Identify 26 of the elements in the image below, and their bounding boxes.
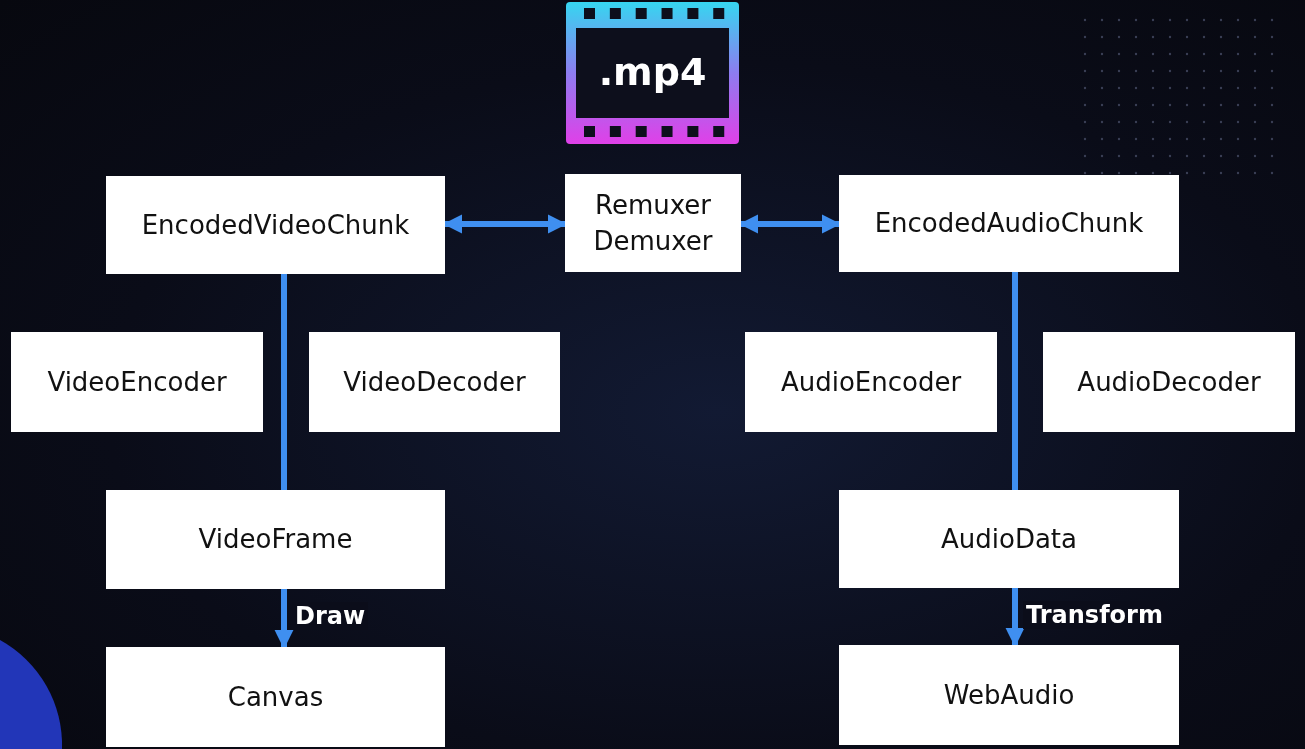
process-box [565,174,741,272]
node-label: AudioData [941,522,1077,556]
process-box [1043,332,1295,432]
node-label: WebAudio [943,678,1075,712]
node-label: VideoFrame [198,523,353,557]
node-label: EncodedAudioChunk [874,207,1144,241]
process-box [106,490,445,589]
arrow [274,589,294,649]
process-box [11,332,263,432]
node-label: Remuxer Demuxer [592,188,714,258]
node-label: AudioEncoder [780,365,962,399]
node-label: VideoDecoder [343,365,526,399]
process-box [106,647,445,747]
arrow [1005,588,1025,647]
node-label: EncodedVideoChunk [141,208,410,242]
process-box [106,176,445,274]
file-extension-label: .mp4 [598,49,707,97]
process-box [839,645,1179,745]
video-file-icon [566,2,739,144]
node-label: AudioDecoder [1077,365,1261,399]
process-box [839,490,1179,588]
process-box [839,175,1179,272]
node-label: Canvas [227,680,324,714]
node-label: VideoEncoder [47,365,227,399]
process-box [745,332,997,432]
process-box [309,332,560,432]
